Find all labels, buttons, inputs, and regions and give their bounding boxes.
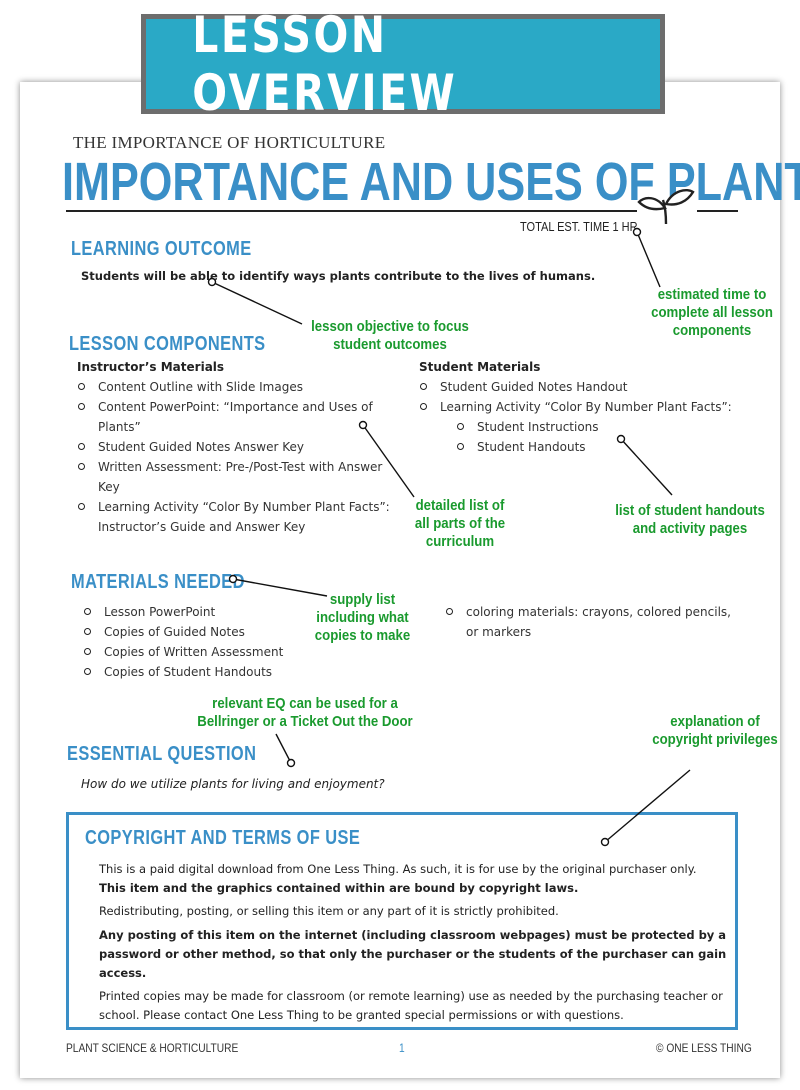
list-item: coloring materials: crayons, colored pen… <box>444 602 744 642</box>
copyright-heading: COPYRIGHT AND TERMS OF USE <box>85 827 361 849</box>
lesson-subtitle: THE IMPORTANCE OF HORTICULTURE <box>73 133 386 152</box>
copyright-paragraph-1: This is a paid digital download from One… <box>99 862 697 895</box>
lesson-components-heading: LESSON COMPONENTS <box>69 333 266 355</box>
copyright-box: COPYRIGHT AND TERMS OF USE This is a pai… <box>66 812 738 1030</box>
student-materials-heading: Student Materials <box>419 360 541 374</box>
list-item: Student Handouts <box>455 437 655 457</box>
instructor-materials-heading: Instructor’s Materials <box>77 360 225 374</box>
banner-title: LESSON OVERVIEW <box>192 6 458 122</box>
learning-outcome-text: Students will be able to identify ways p… <box>81 269 596 283</box>
essential-question-heading: ESSENTIAL QUESTION <box>67 743 257 765</box>
list-item: Copies of Written Assessment <box>82 642 302 662</box>
list-item: Written Assessment: Pre-/Post-Test with … <box>76 457 391 497</box>
total-time: TOTAL EST. TIME 1 HR <box>520 220 638 234</box>
list-item: Content Outline with Slide Images <box>76 377 391 397</box>
copyright-paragraph-3: Any posting of this item on the internet… <box>99 928 727 980</box>
list-item: Student Instructions <box>455 417 655 437</box>
materials-right-list: coloring materials: crayons, colored pen… <box>444 602 744 642</box>
list-item: Learning Activity “Color By Number Plant… <box>76 497 391 537</box>
title-divider <box>66 210 738 212</box>
list-item: Student Guided Notes Handout <box>418 377 748 397</box>
copyright-paragraph-4: Printed copies may be made for classroom… <box>99 989 723 1022</box>
sprout-logo-icon <box>637 189 695 225</box>
list-item: Lesson PowerPoint <box>82 602 302 622</box>
learning-outcome-heading: LEARNING OUTCOME <box>71 238 252 260</box>
list-item: Copies of Guided Notes <box>82 622 302 642</box>
materials-needed-heading: MATERIALS NEEDED <box>71 571 245 593</box>
footer-right: © ONE LESS THING <box>656 1041 752 1055</box>
student-activity-sublist: Student Instructions Student Handouts <box>455 417 655 457</box>
list-item: Student Guided Notes Answer Key <box>76 437 391 457</box>
materials-left-list: Lesson PowerPoint Copies of Guided Notes… <box>82 602 302 682</box>
list-item: Learning Activity “Color By Number Plant… <box>418 397 748 417</box>
footer-left: PLANT SCIENCE & HORTICULTURE <box>66 1041 239 1055</box>
copyright-paragraph-2: Redistributing, posting, or selling this… <box>99 904 559 918</box>
student-materials-list: Student Guided Notes Handout Learning Ac… <box>418 377 748 417</box>
list-item: Copies of Student Handouts <box>82 662 302 682</box>
instructor-materials-list: Content Outline with Slide Images Conten… <box>76 377 391 537</box>
list-item: Content PowerPoint: “Importance and Uses… <box>76 397 391 437</box>
lesson-overview-banner: LESSON OVERVIEW <box>141 6 665 122</box>
page-number: 1 <box>399 1041 405 1055</box>
essential-question-text: How do we utilize plants for living and … <box>81 777 385 791</box>
